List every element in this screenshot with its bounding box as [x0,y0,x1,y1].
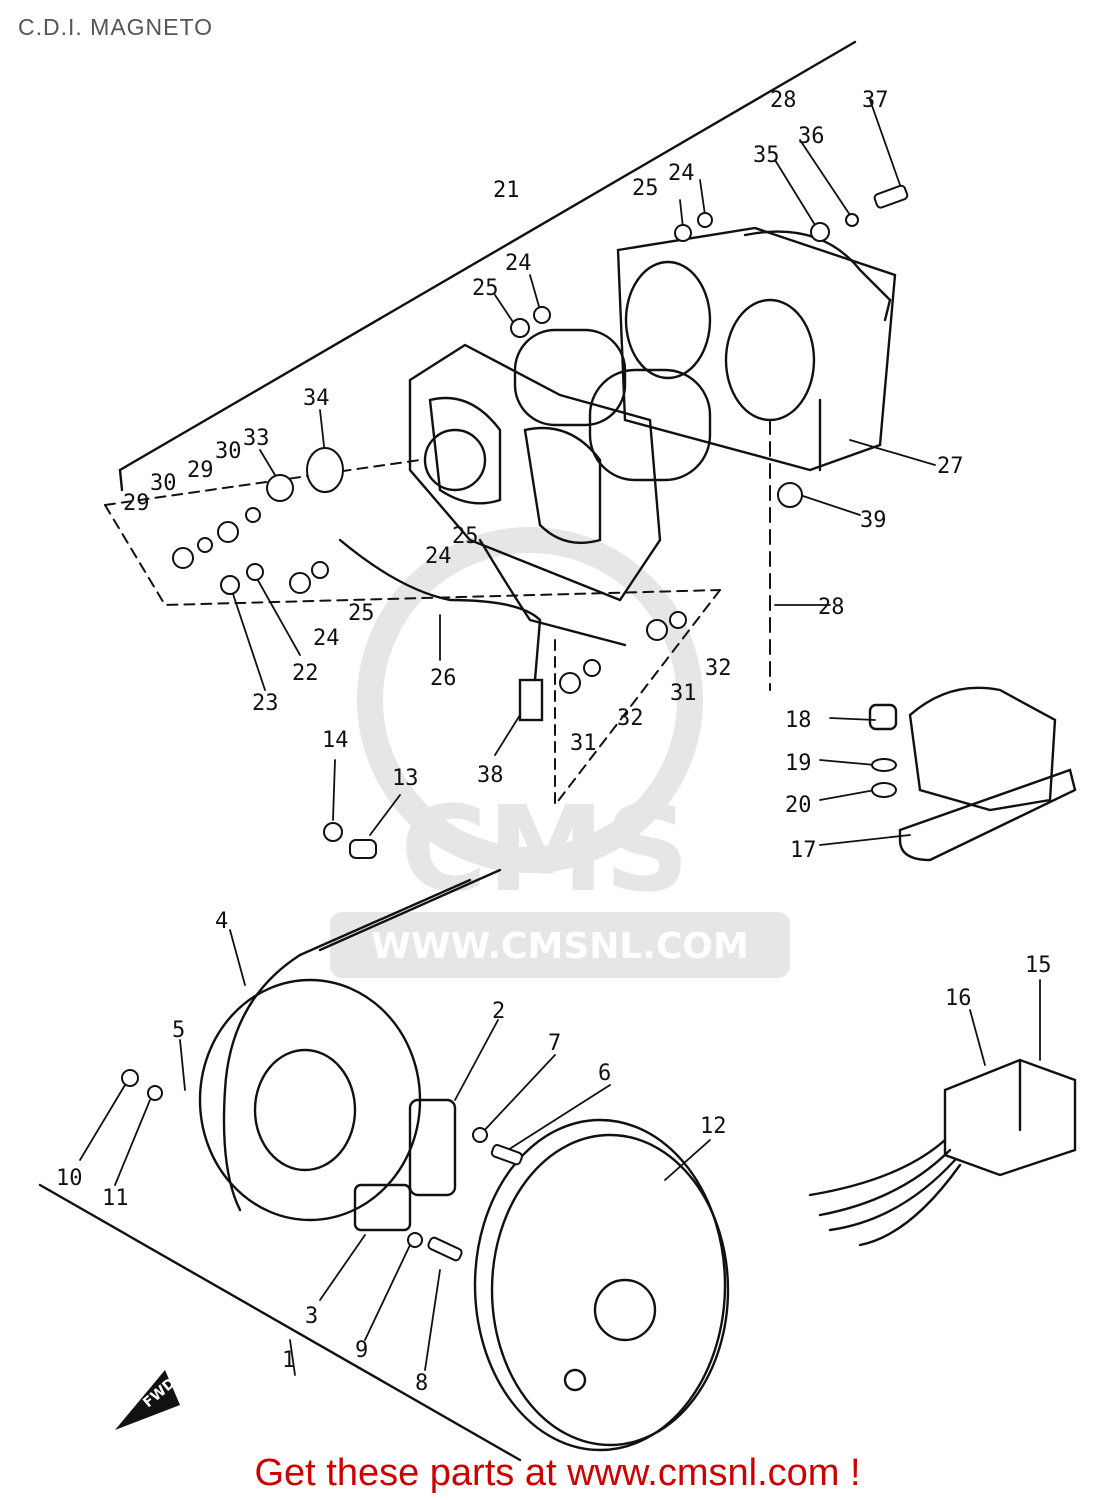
wiring-harness [338,538,627,722]
bracket-line-1 [38,1183,522,1462]
callout-37: 37 [862,88,889,113]
callout-24a: 24 [668,161,695,186]
callout-27: 27 [937,454,964,479]
callout-17: 17 [790,838,817,863]
callout-29a: 29 [123,491,150,516]
callout-39: 39 [860,508,887,533]
callout-18: 18 [785,708,812,733]
callout-32a: 32 [705,656,732,681]
bracket-line-21 [118,40,857,472]
callout-4: 4 [215,909,228,934]
rectifier [808,1058,1077,1247]
page-title: C.D.I. MAGNETO [18,14,214,40]
callout-13: 13 [392,766,419,791]
callout-25c: 25 [452,524,479,549]
callout-11: 11 [102,1186,129,1211]
watermark-url: WWW.CMSNL.COM [371,926,749,967]
callout-34: 34 [303,386,330,411]
callout-24d: 24 [313,626,340,651]
callout-2: 2 [492,999,505,1024]
callout-33: 33 [243,426,270,451]
callout-28a: 28 [770,88,797,113]
callout-6: 6 [598,1061,611,1086]
stator-assembly [198,868,502,1232]
callout-26: 26 [430,666,457,691]
callout-25d: 25 [348,601,375,626]
footer-link-text[interactable]: Get these parts at www.cmsnl.com ! [254,1452,861,1494]
callout-36: 36 [798,124,825,149]
callout-28b: 28 [818,595,845,620]
fwd-arrow-icon: FWD [115,1370,180,1430]
callout-7: 7 [548,1031,561,1056]
callout-19: 19 [785,751,812,776]
callout-30a: 30 [150,471,177,496]
callout-38: 38 [477,763,504,788]
callout-labels: 1 2 3 4 5 6 7 8 9 10 11 12 13 14 15 16 1… [56,88,1052,1396]
callout-24c: 24 [425,544,452,569]
callout-23: 23 [252,691,279,716]
flywheel [473,1118,730,1452]
leader-lines [79,99,1041,1376]
callout-14: 14 [322,728,349,753]
callout-12: 12 [700,1114,727,1139]
callout-25b: 25 [472,276,499,301]
callout-16: 16 [945,986,972,1011]
callout-24b: 24 [505,251,532,276]
callout-30b: 30 [215,439,242,464]
watermark-brand: CMS [400,780,689,918]
mounting-plate [616,226,897,472]
cdi-unit [408,328,712,602]
callout-20: 20 [785,793,812,818]
callout-15: 15 [1025,953,1052,978]
callout-10: 10 [56,1166,83,1191]
callout-21: 21 [493,178,520,203]
callout-1: 1 [282,1348,295,1373]
callout-25a: 25 [632,176,659,201]
callout-29b: 29 [187,458,214,483]
callout-35: 35 [753,143,780,168]
watermark: CMS WWW.CMSNL.COM [330,527,790,978]
callout-9: 9 [355,1338,368,1363]
callout-31a: 31 [670,681,697,706]
callout-32b: 32 [617,706,644,731]
callout-3: 3 [305,1304,318,1329]
regulator [868,686,1077,862]
callout-5: 5 [172,1018,185,1043]
callout-31b: 31 [570,731,597,756]
callout-8: 8 [415,1371,428,1396]
callout-22: 22 [292,661,319,686]
